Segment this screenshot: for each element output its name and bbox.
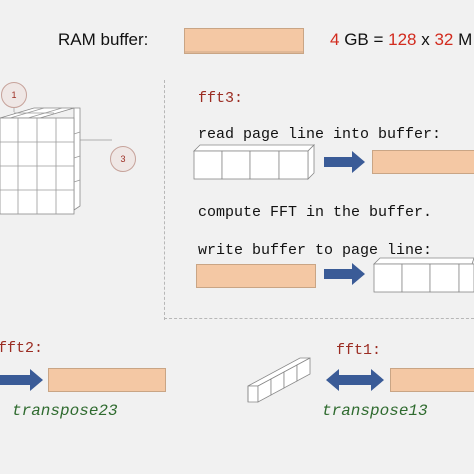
- axis-1-marker: 1: [1, 82, 27, 108]
- fft2-buffer-bar: [48, 368, 166, 392]
- page-cell-b1: [373, 263, 403, 293]
- page-line-top-face: [193, 144, 315, 152]
- page-line-blocks-bottom: [373, 257, 474, 293]
- buffer-bar-write: [196, 264, 316, 288]
- write-arrow-icon: [324, 263, 365, 285]
- stack-cell-1: [247, 385, 259, 403]
- step-compute-label: compute FFT in the buffer.: [198, 204, 433, 221]
- fft3-title: fft3:: [198, 90, 244, 107]
- axis-3-marker: 3: [110, 146, 136, 172]
- line-count: 128: [388, 30, 417, 49]
- stacked-column-blocks: [247, 357, 311, 403]
- page-line-right-face: [307, 144, 315, 180]
- horizontal-divider: [164, 318, 474, 319]
- page-cell-4: [278, 150, 309, 180]
- fft1-buffer-bar: [390, 368, 474, 392]
- page-cell-1: [193, 150, 223, 180]
- times-sign: x: [416, 30, 435, 49]
- gb-text: GB =: [339, 30, 389, 49]
- fft1-caption: transpose13: [322, 402, 428, 420]
- fft2-caption: transpose23: [12, 402, 118, 420]
- mb-number: 32: [434, 30, 454, 49]
- axis-3-label: 3: [120, 154, 126, 164]
- fft1-bidirectional-arrow-icon: [326, 369, 384, 391]
- fft2-arrow-icon: [0, 369, 43, 391]
- ram-buffer-bar: [184, 28, 304, 54]
- data-cube-diagram: [0, 96, 112, 215]
- fft2-title: fft2:: [0, 340, 44, 357]
- page-cell-2: [221, 150, 251, 180]
- axis-1-label: 1: [11, 90, 17, 100]
- read-arrow-icon: [324, 151, 365, 173]
- page-line-bottom-top-face: [373, 257, 474, 265]
- page-line-blocks-top: [193, 144, 315, 180]
- ram-size-equation: 4 GB = 128 x 32 M: [330, 30, 472, 50]
- buffer-bar-read: [372, 150, 474, 174]
- page-cell-3: [249, 150, 280, 180]
- fft1-title: fft1:: [336, 342, 382, 359]
- vertical-divider: [164, 80, 165, 320]
- page-cell-b3: [429, 263, 460, 293]
- header-row: RAM buffer: 4 GB = 128 x 32 M: [0, 0, 474, 80]
- step-write-label: write buffer to page line:: [198, 242, 433, 259]
- page-cell-b4: [458, 263, 474, 293]
- ram-buffer-label: RAM buffer:: [58, 30, 149, 49]
- step-read-label: read page line into buffer:: [198, 126, 442, 143]
- gb-number: 4: [330, 30, 340, 49]
- cube-right-face: [73, 107, 81, 211]
- page-cell-b2: [401, 263, 431, 293]
- stack-cell-5: [296, 357, 311, 382]
- mb-unit: M: [453, 30, 473, 49]
